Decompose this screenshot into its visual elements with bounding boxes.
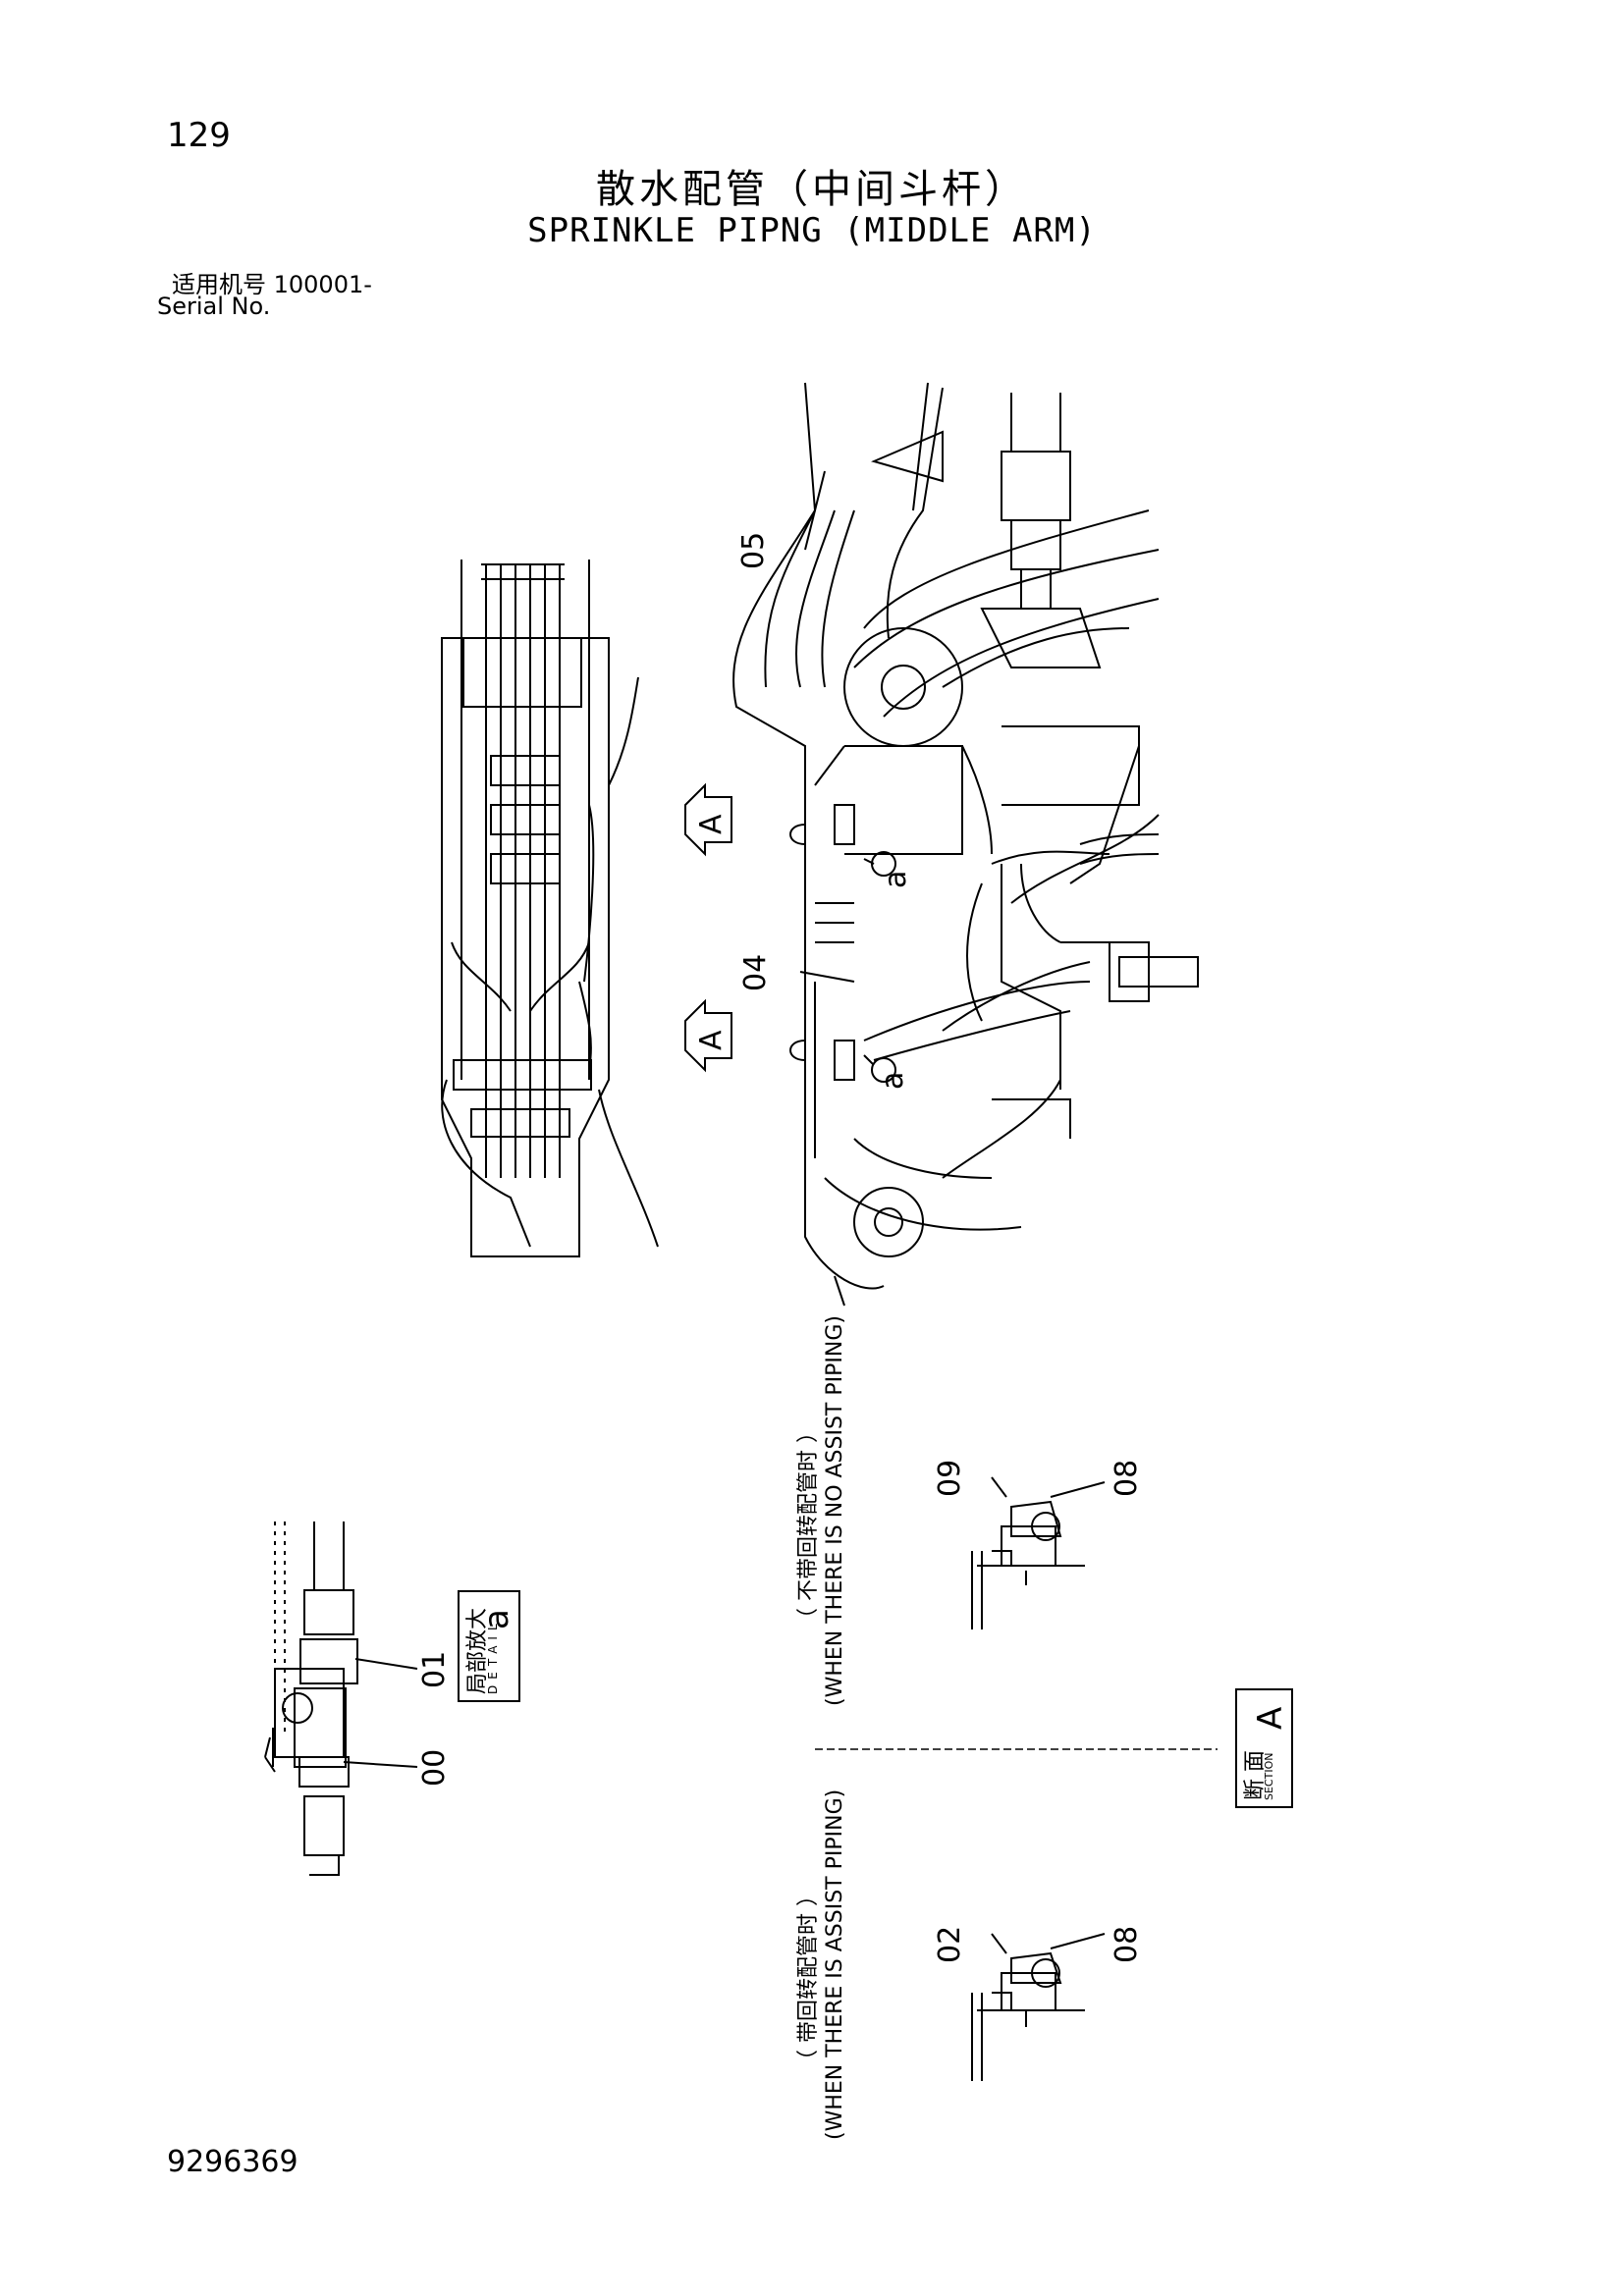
leader-a-lower [863, 1054, 875, 1066]
section-a-assist-view [971, 1933, 1106, 2081]
page-title-chinese: 散水配管（中间斗杆） [596, 167, 1028, 212]
caption-assist-chinese: （ 带回转配管时 ） [796, 1885, 821, 2071]
leader-09 [991, 1476, 1007, 1498]
serial-label-english: Serial No. [157, 293, 271, 320]
page-number: 129 [167, 116, 231, 155]
leader-08-top [1050, 1481, 1106, 1498]
leader-00 [343, 1761, 418, 1768]
callout-09: 09 [933, 1459, 967, 1497]
leader-01 [354, 1658, 418, 1670]
view-arrow-lower [684, 998, 732, 1073]
section-a-no-assist-view [971, 1476, 1106, 1629]
view-arrow-lower-letter: A [694, 1030, 729, 1050]
caption-no-assist-chinese: （ 不带回转配管时 ） [796, 1421, 821, 1629]
callout-05: 05 [736, 531, 771, 569]
section-label-english: SECTION [1263, 1752, 1275, 1800]
detail-label-letter: a [477, 1609, 516, 1629]
arm-side-view [732, 382, 1199, 1307]
callout-01: 01 [417, 1650, 452, 1688]
detail-a-label-box [458, 1590, 520, 1702]
page-title-english: SPRINKLE PIPNG (MIDDLE ARM) [527, 211, 1097, 250]
section-label-letter: A [1251, 1706, 1290, 1730]
view-arrow-upper-letter: A [694, 814, 729, 834]
serial-label-chinese: 适用机号 100001- [172, 271, 372, 298]
callout-02: 02 [933, 1925, 967, 1963]
caption-assist-english: (WHEN THERE IS ASSIST PIPING) [823, 1789, 847, 2140]
leader-08-bottom [1050, 1933, 1106, 1949]
detail-a-fitting-view [264, 1522, 418, 1876]
section-a-label-box [1235, 1688, 1293, 1808]
arm-top-view [441, 560, 659, 1257]
callout-00: 00 [417, 1748, 452, 1787]
callout-08-top: 08 [1110, 1459, 1144, 1497]
callout-a-upper: a [879, 870, 913, 888]
callout-a-lower: a [876, 1071, 910, 1090]
view-arrow-upper [684, 782, 732, 857]
leader-04 [799, 971, 855, 983]
callout-04: 04 [738, 953, 773, 991]
leader-a-upper [863, 858, 875, 865]
caption-no-assist-english: (WHEN THERE IS NO ASSIST PIPING) [823, 1315, 847, 1706]
leader-02 [991, 1933, 1007, 1954]
leader-05 [804, 470, 826, 551]
document-number: 9296369 [167, 2145, 298, 2179]
callout-08-bottom: 08 [1110, 1925, 1144, 1963]
